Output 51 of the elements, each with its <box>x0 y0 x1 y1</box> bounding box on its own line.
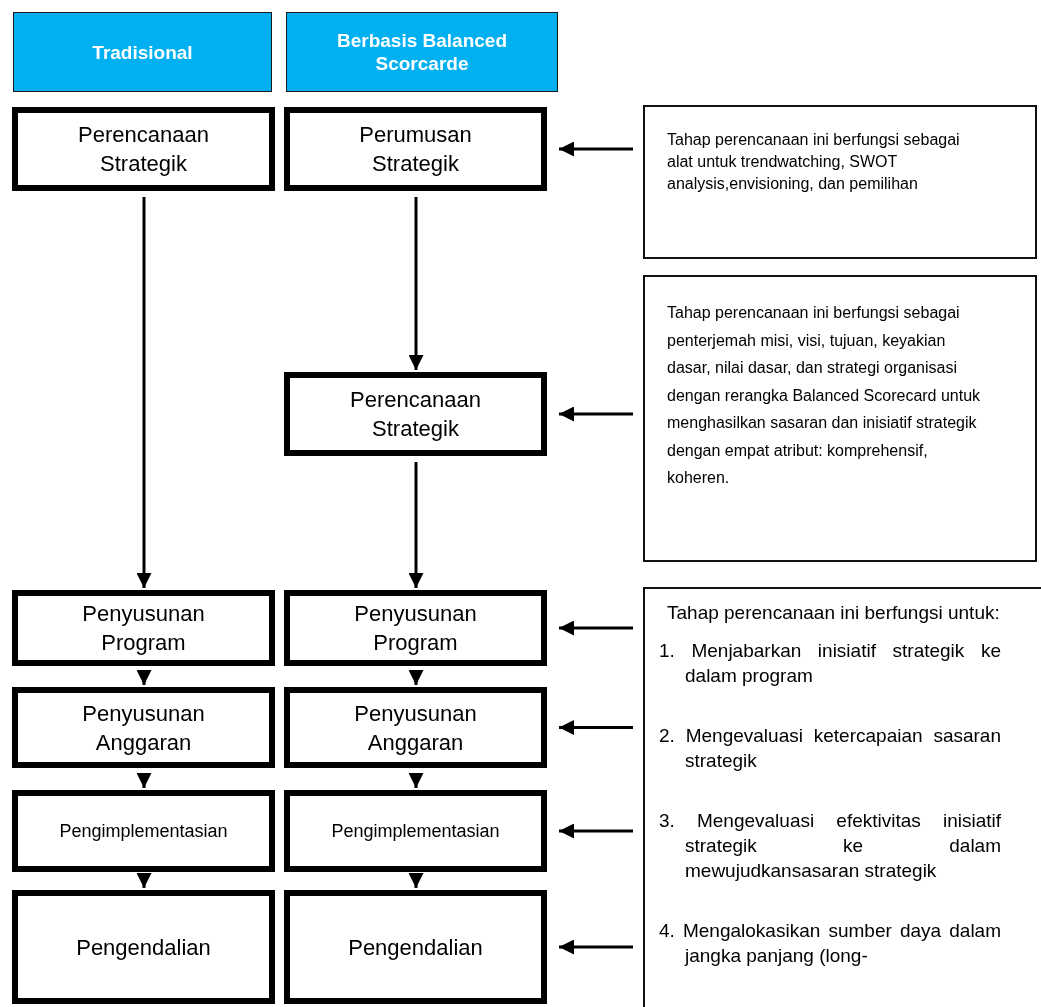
column-header <box>286 12 558 92</box>
arrow <box>136 197 152 588</box>
box-label: Penyusunan Anggaran <box>81 699 206 757</box>
box-label: Pengimplementasian <box>59 819 228 843</box>
note-text: Tahap perencanaan ini berfungsi untuk: <box>666 601 1001 625</box>
column-header <box>13 12 272 92</box>
process-box <box>284 107 547 191</box>
box-label: Perencanaan Strategik <box>77 121 210 178</box>
process-box <box>284 890 547 1004</box>
note-box <box>643 105 1037 259</box>
process-box <box>284 790 547 872</box>
arrow <box>136 773 152 788</box>
box-label: Pengimplementasian <box>331 819 500 843</box>
arrow <box>559 406 633 422</box>
process-box <box>12 590 275 666</box>
box-label: Perencanaan Strategik <box>349 386 482 443</box>
arrow <box>408 670 424 685</box>
header-label: Berbasis Balanced Scorcarde <box>336 29 508 75</box>
arrow <box>408 197 424 370</box>
note-box <box>643 587 1041 1007</box>
box-label: Penyusunan Program <box>81 600 206 657</box>
process-box <box>12 890 275 1004</box>
box-label: Pengendalian <box>348 933 483 962</box>
arrow <box>408 773 424 788</box>
list-item: 1. Menjabarkan inisiatif strategik ke dalam program <box>659 639 1001 688</box>
note-text: Tahap perencanaan ini berfungsi sebagai penterjemah misi, visi, tujuan, keyakian dasar, nilai dasar, dan strategi organisasi dengan rerangka Balanced Scorecard untuk menghasilkan sasaran dan inisiatif strategik dengan empat atribut: komprehensif, koheren. <box>667 303 982 488</box>
box-label: Penyusunan Program <box>353 600 478 657</box>
process-box <box>12 790 275 872</box>
arrow <box>136 670 152 685</box>
arrow <box>136 873 152 888</box>
box-label: Pengendalian <box>76 933 211 962</box>
arrow <box>559 720 633 735</box>
note-box <box>643 275 1037 562</box>
process-box <box>12 687 275 768</box>
box-label: Penyusunan Anggaran <box>353 699 478 757</box>
arrow <box>559 620 633 636</box>
arrow <box>559 939 633 955</box>
list-item: 4. Mengalokasikan sumber daya dalam jangka panjang (long- <box>659 919 1001 968</box>
box-label: Perumusan Strategik <box>358 121 473 178</box>
process-box <box>284 372 547 456</box>
arrow <box>408 462 424 588</box>
process-box <box>284 687 547 768</box>
list-item: 2. Mengevaluasi ketercapaian sasaran strategik <box>659 724 1001 773</box>
arrow <box>559 823 633 839</box>
arrow <box>559 141 633 157</box>
arrow <box>408 873 424 888</box>
header-label: Tradisional <box>92 40 193 64</box>
process-box <box>284 590 547 666</box>
note-text: Tahap perencanaan ini berfungsi sebagai alat untuk trendwatching, SWOT analysis,envisioning, dan pemilihan <box>667 130 961 194</box>
list-item: 3. Mengevaluasi efektivitas inisiatif strategik ke dalam mewujudkansasaran strategik <box>659 809 1001 883</box>
process-box <box>12 107 275 191</box>
